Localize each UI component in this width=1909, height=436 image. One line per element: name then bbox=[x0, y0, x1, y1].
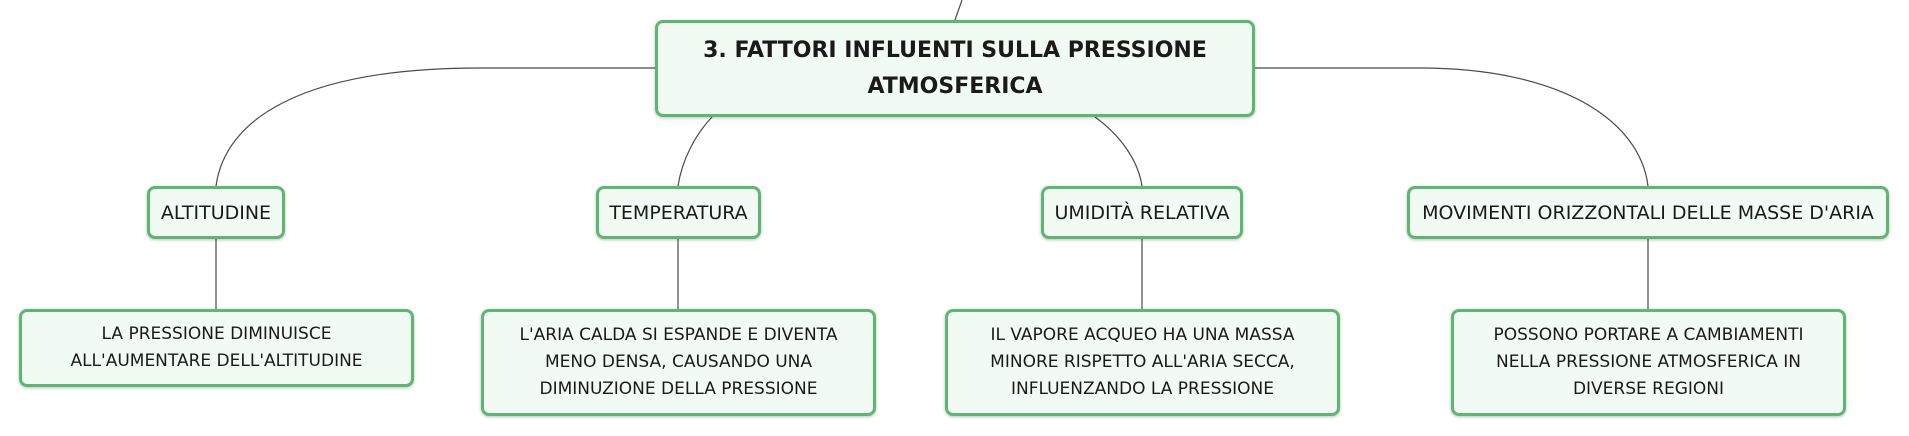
topic-altitudine-label: ALTITUDINE bbox=[160, 201, 272, 224]
connector-root-to-temperatura bbox=[677, 116, 713, 187]
connector-parent-to-root bbox=[954, 0, 963, 21]
detail-umidita-relativa-text: IL VAPORE ACQUEO HA UNA MASSA MINORE RIS… bbox=[990, 325, 1295, 399]
connector-root-to-altitudine bbox=[215, 67, 655, 187]
topic-movimenti-orizzontali-label: MOVIMENTI ORIZZONTALI DELLE MASSE D'ARIA bbox=[1422, 201, 1874, 224]
topic-altitudine[interactable]: ALTITUDINE bbox=[147, 186, 285, 239]
detail-temperatura[interactable]: L'ARIA CALDA SI ESPANDE E DIVENTA MENO D… bbox=[481, 309, 876, 416]
root-topic-label: 3. FATTORI INFLUENTI SULLA PRESSIONE ATM… bbox=[703, 37, 1207, 99]
detail-movimenti-orizzontali[interactable]: POSSONO PORTARE A CAMBIAMENTI NELLA PRES… bbox=[1451, 309, 1846, 416]
root-topic-node[interactable]: 3. FATTORI INFLUENTI SULLA PRESSIONE ATM… bbox=[655, 20, 1255, 117]
topic-temperatura-label: TEMPERATURA bbox=[609, 201, 748, 224]
topic-umidita-relativa[interactable]: UMIDITÀ RELATIVA bbox=[1041, 186, 1243, 239]
topic-temperatura[interactable]: TEMPERATURA bbox=[596, 186, 761, 239]
topic-umidita-relativa-label: UMIDITÀ RELATIVA bbox=[1054, 201, 1230, 224]
connector-root-to-movimenti bbox=[1255, 67, 1649, 187]
detail-altitudine-text: LA PRESSIONE DIMINUISCE ALL'AUMENTARE DE… bbox=[70, 324, 363, 371]
connector-root-to-umidita bbox=[1094, 116, 1143, 187]
detail-umidita-relativa[interactable]: IL VAPORE ACQUEO HA UNA MASSA MINORE RIS… bbox=[945, 309, 1340, 416]
detail-movimenti-orizzontali-text: POSSONO PORTARE A CAMBIAMENTI NELLA PRES… bbox=[1493, 325, 1804, 399]
detail-temperatura-text: L'ARIA CALDA SI ESPANDE E DIVENTA MENO D… bbox=[519, 325, 838, 399]
topic-movimenti-orizzontali[interactable]: MOVIMENTI ORIZZONTALI DELLE MASSE D'ARIA bbox=[1407, 186, 1889, 239]
detail-altitudine[interactable]: LA PRESSIONE DIMINUISCE ALL'AUMENTARE DE… bbox=[19, 309, 414, 387]
